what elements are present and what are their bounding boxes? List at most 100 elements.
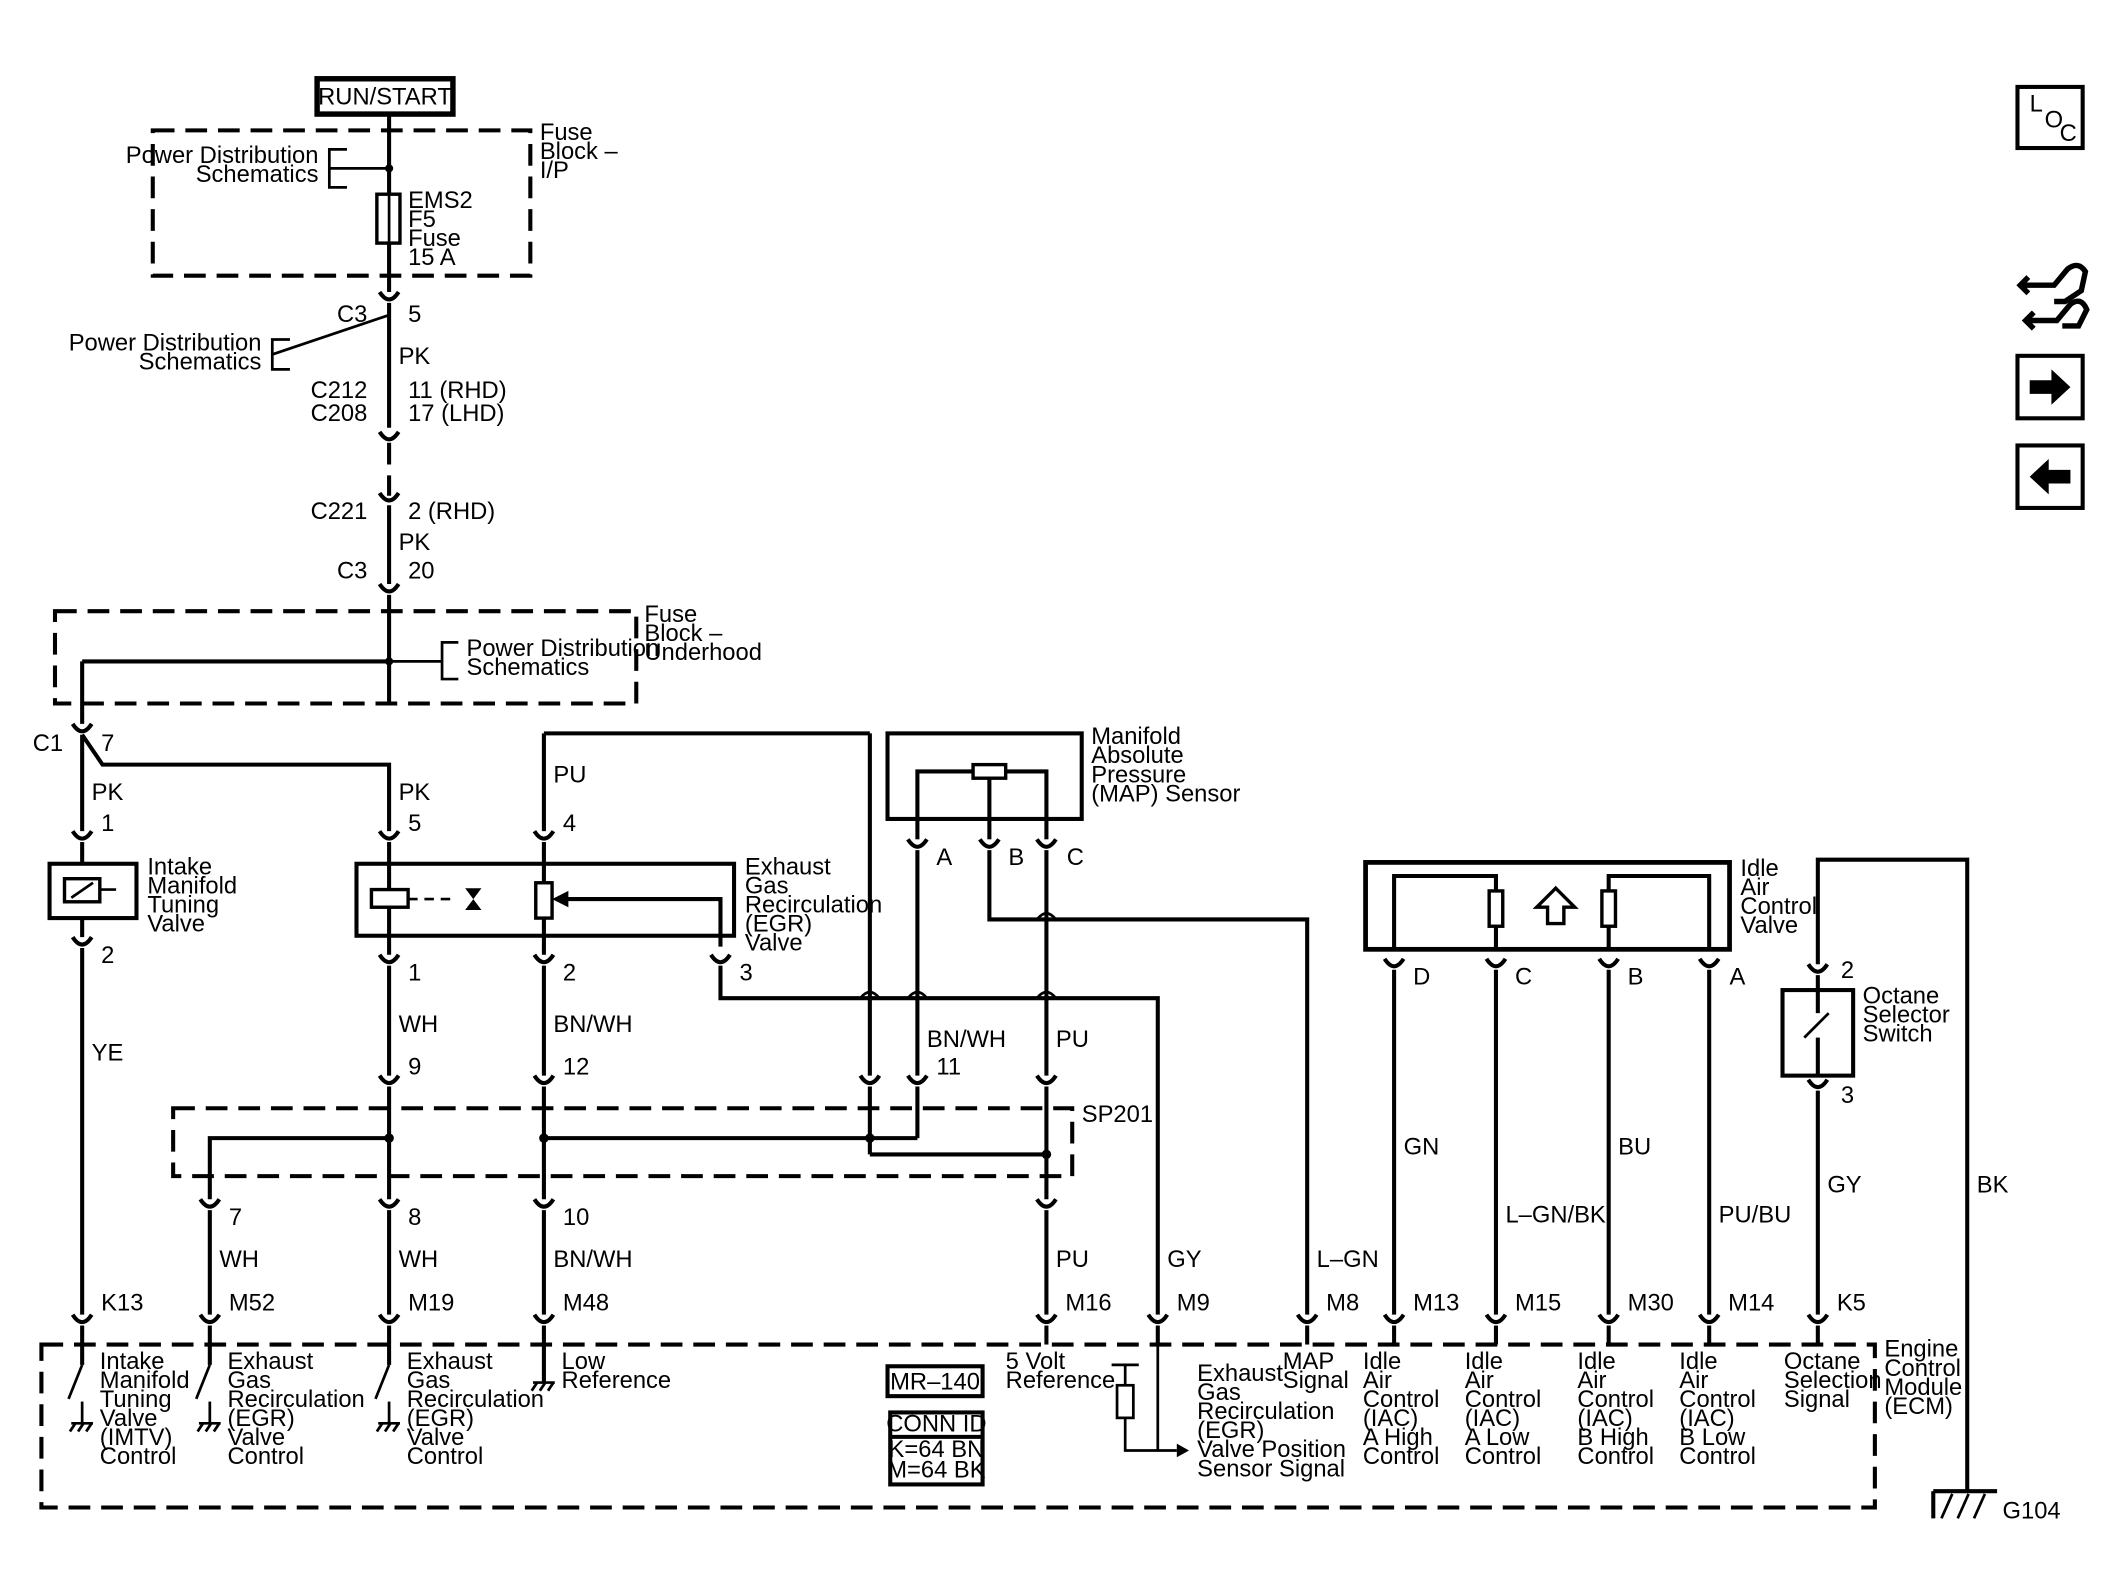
pds-label-ip: Power Distribution Schematics	[126, 142, 319, 188]
svg-text:BK: BK	[1977, 1171, 2009, 1198]
svg-text:Exhaust: Exhaust	[227, 1348, 313, 1375]
svg-text:MAP: MAP	[1283, 1348, 1334, 1375]
svg-text:GN: GN	[1404, 1133, 1440, 1160]
svg-text:Control: Control	[1679, 1443, 1756, 1470]
svg-text:Octane: Octane	[1784, 1348, 1861, 1375]
ecm-internal-k13	[67, 1344, 94, 1433]
svg-text:BN/WH: BN/WH	[553, 1246, 632, 1273]
svg-text:Control: Control	[1465, 1443, 1542, 1470]
svg-text:Manifold: Manifold	[147, 873, 237, 900]
map-sensor-label: Manifold Absolute Pressure (MAP) Sensor	[1091, 723, 1240, 807]
ecm-pin-m14: M14	[1697, 1290, 1774, 1345]
svg-text:GY: GY	[1827, 1171, 1861, 1198]
svg-text:BN/WH: BN/WH	[553, 1011, 632, 1038]
svg-text:Exhaust: Exhaust	[407, 1348, 493, 1375]
svg-text:Block –: Block –	[644, 620, 723, 647]
svg-text:Control: Control	[1740, 893, 1817, 920]
svg-text:Recirculation: Recirculation	[745, 892, 882, 919]
svg-text:M16: M16	[1065, 1290, 1111, 1317]
svg-text:10: 10	[563, 1204, 589, 1231]
right-arrow-icon[interactable]	[2015, 353, 2085, 421]
svg-text:A: A	[1730, 964, 1746, 991]
svg-text:Power Distribution: Power Distribution	[126, 142, 319, 169]
conn-c3-b: C3	[337, 558, 367, 585]
wire-ye: YE	[92, 1040, 124, 1067]
svg-text:Valve: Valve	[227, 1424, 285, 1451]
svg-text:Air: Air	[1679, 1367, 1708, 1394]
svg-text:15 A: 15 A	[408, 244, 456, 271]
conn-c208: C208	[311, 400, 368, 427]
svg-text:B High: B High	[1577, 1424, 1648, 1451]
octane-switch-label: Octane Selector Switch	[1863, 983, 1950, 1048]
egr-valve-label: Exhaust Gas Recirculation (EGR) Valve	[745, 854, 882, 957]
mr-140-label: MR–140	[890, 1368, 980, 1395]
svg-text:2: 2	[563, 960, 576, 987]
ecm-internal-m52	[194, 1344, 221, 1433]
svg-text:Air: Air	[1740, 874, 1769, 901]
svg-text:Schematics: Schematics	[196, 161, 319, 188]
svg-text:Intake: Intake	[147, 854, 212, 881]
svg-text:Gas: Gas	[745, 873, 789, 900]
svg-text:Control: Control	[1465, 1386, 1542, 1413]
svg-text:Tuning: Tuning	[100, 1386, 172, 1413]
svg-text:(MAP) Sensor: (MAP) Sensor	[1091, 780, 1240, 807]
svg-text:(EGR): (EGR)	[1197, 1417, 1264, 1444]
splice-sp201-label: SP201	[1082, 1101, 1153, 1128]
svg-text:Exhaust: Exhaust	[1197, 1360, 1283, 1387]
svg-text:Control: Control	[1577, 1386, 1654, 1413]
svg-text:PK: PK	[92, 779, 124, 806]
svg-text:Selection: Selection	[1784, 1367, 1882, 1394]
svg-text:K5: K5	[1837, 1290, 1866, 1317]
svg-text:Schematics: Schematics	[467, 654, 590, 681]
svg-text:WH: WH	[219, 1246, 259, 1273]
svg-text:K13: K13	[101, 1290, 143, 1317]
svg-text:Engine: Engine	[1884, 1336, 1958, 1363]
conn-c221: C221	[311, 498, 368, 525]
ecm-pin-m52: M52	[198, 1290, 275, 1345]
svg-text:5: 5	[408, 301, 421, 328]
pds-label-c3: Power Distribution Schematics	[69, 329, 262, 375]
svg-text:8: 8	[408, 1204, 421, 1231]
svg-text:(ECM): (ECM)	[1884, 1393, 1953, 1420]
svg-text:(IMTV): (IMTV)	[100, 1424, 173, 1451]
svg-text:1: 1	[408, 960, 421, 987]
svg-text:M52: M52	[229, 1290, 275, 1317]
svg-text:Control: Control	[100, 1443, 177, 1470]
svg-text:Pressure: Pressure	[1091, 761, 1186, 788]
ecm-internal-m19	[374, 1344, 400, 1433]
ecm-pin-k13: K13	[70, 1290, 143, 1345]
run-start-box	[314, 76, 456, 117]
svg-text:4: 4	[563, 810, 576, 837]
svg-text:O: O	[2045, 107, 2063, 134]
svg-text:L: L	[2030, 90, 2043, 117]
svg-text:Intake: Intake	[100, 1348, 165, 1375]
ecm-pin-m8: M8	[1295, 1290, 1359, 1345]
svg-text:Gas: Gas	[227, 1367, 271, 1394]
svg-text:Sensor Signal: Sensor Signal	[1197, 1455, 1345, 1482]
svg-text:(IAC): (IAC)	[1363, 1405, 1418, 1432]
svg-text:L–GN: L–GN	[1317, 1246, 1379, 1273]
svg-text:Control: Control	[1363, 1386, 1440, 1413]
loc-icon[interactable]: L O C	[2015, 84, 2085, 151]
left-arrow-icon[interactable]	[2015, 443, 2085, 510]
ecm-outline	[39, 1342, 1877, 1510]
svg-text:Octane: Octane	[1863, 983, 1940, 1010]
svg-text:Manifold: Manifold	[1091, 723, 1181, 750]
svg-text:Manifold: Manifold	[100, 1367, 190, 1394]
svg-text:Recirculation: Recirculation	[227, 1386, 364, 1413]
svg-text:Control: Control	[407, 1443, 484, 1470]
ecm-label: Engine Control Module (ECM)	[1884, 1336, 1962, 1420]
wrench-hand-icon[interactable]	[2016, 262, 2090, 331]
svg-text:PU: PU	[1056, 1026, 1089, 1053]
svg-text:Module: Module	[1884, 1374, 1962, 1401]
conn-c1: C1	[33, 730, 63, 757]
svg-text:Air: Air	[1465, 1367, 1494, 1394]
svg-text:(EGR): (EGR)	[407, 1405, 474, 1432]
conn-id-title: CONN ID	[886, 1410, 986, 1437]
svg-text:F5: F5	[408, 206, 436, 233]
svg-text:Air: Air	[1577, 1367, 1606, 1394]
svg-text:M15: M15	[1515, 1290, 1561, 1317]
